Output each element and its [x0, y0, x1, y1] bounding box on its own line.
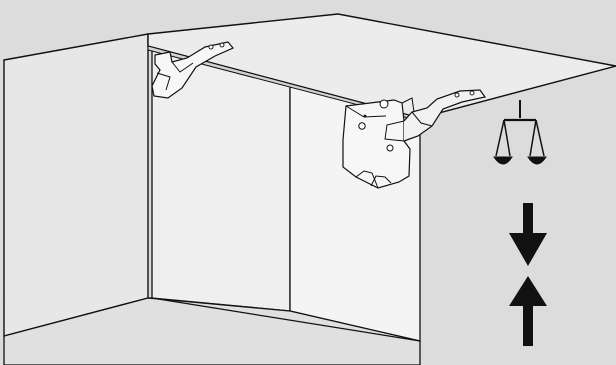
cabinet-left-side-panel [4, 34, 148, 336]
